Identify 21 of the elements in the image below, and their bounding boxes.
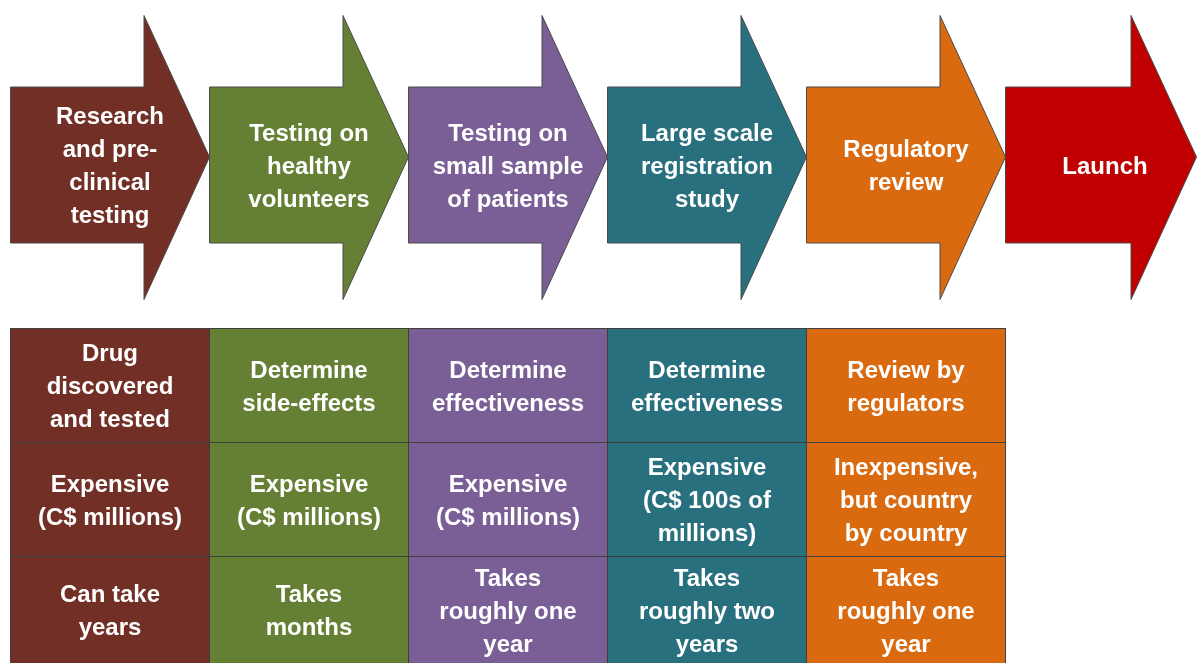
stage-label: Launch (1062, 150, 1148, 181)
table-cell: Expensive (C$ millions) (408, 442, 608, 557)
table-cell: Expensive (C$ millions) (209, 442, 409, 557)
stage-label: Regulatory review (842, 134, 970, 197)
table-cell: Can take years (10, 556, 210, 663)
stage-label: Large scale registration study (639, 117, 775, 214)
table-cell: Determine effectiveness (408, 328, 608, 443)
table-cell: Takes roughly one year (806, 556, 1006, 663)
table-cell: Expensive (C$ 100s of millions) (607, 442, 807, 557)
stage-label: Research and pre-clinical testing (54, 101, 166, 230)
table-cell: Review by regulators (806, 328, 1006, 443)
table-cell: Takes roughly two years (607, 556, 807, 663)
table-cell: Takes roughly one year (408, 556, 608, 663)
table-cell: Takes months (209, 556, 409, 663)
table-cell: Drug discovered and tested (10, 328, 210, 443)
stage-label: Testing on healthy volunteers (247, 117, 371, 214)
table-cell: Determine effectiveness (607, 328, 807, 443)
table-cell: Determine side-effects (209, 328, 409, 443)
table-cell: Expensive (C$ millions) (10, 442, 210, 557)
table-cell: Inexpensive, but country by country (806, 442, 1006, 557)
stage-label: Testing on small sample of patients (431, 117, 585, 214)
